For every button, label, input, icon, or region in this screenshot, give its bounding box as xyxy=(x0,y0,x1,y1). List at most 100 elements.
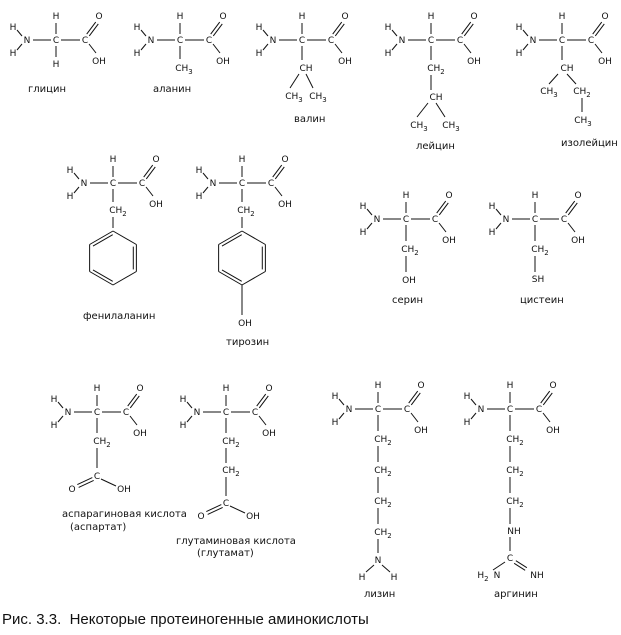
atom-label: CH2 xyxy=(531,245,549,257)
atom-label: CH2 xyxy=(374,435,392,447)
name-glutamic-acid: глутаминовая кислота xyxy=(176,536,296,547)
bond-line xyxy=(274,166,285,180)
bond-line xyxy=(391,29,398,37)
atom-label: CH3 xyxy=(540,87,558,99)
bond-line xyxy=(416,102,429,118)
atom-label: OH xyxy=(338,57,352,67)
atom-label: C xyxy=(532,215,538,225)
atom-label: OH xyxy=(278,200,292,210)
chemical-bonds xyxy=(16,21,605,573)
name-leucine: лейцин xyxy=(416,141,455,152)
atom-label: CH xyxy=(429,93,442,103)
bond-line xyxy=(515,560,528,569)
atom-label: H xyxy=(196,192,203,202)
bond-line xyxy=(207,506,223,515)
name-aspartate: (аспартат) xyxy=(70,522,126,533)
atom-label: O xyxy=(601,12,608,22)
figure-title: Некоторые протеиногенные аминокислоты xyxy=(69,611,369,628)
name-serine: серин xyxy=(392,295,423,306)
bond-line xyxy=(566,73,577,85)
bond-line xyxy=(567,202,578,216)
atom-label: N xyxy=(478,405,485,415)
atom-label: H xyxy=(559,12,566,22)
atom-label: H xyxy=(177,12,184,22)
atom-label: H xyxy=(385,49,392,59)
bond-line xyxy=(86,21,97,35)
atom-label: N xyxy=(530,36,537,46)
atom-label: N xyxy=(148,36,155,46)
name-lysine: лизин xyxy=(364,589,395,600)
atom-label: H xyxy=(53,12,60,22)
atom-label: CH3 xyxy=(309,92,327,104)
atom-label: H xyxy=(10,23,17,33)
atom-label: OH xyxy=(402,276,416,286)
bond-line xyxy=(272,164,283,178)
atom-label: H xyxy=(196,166,203,176)
atom-label: CH2 xyxy=(93,437,111,449)
bond-line xyxy=(540,390,551,404)
atom-label: N xyxy=(65,408,72,418)
atom-label: H xyxy=(507,381,514,391)
atom-label: C xyxy=(507,405,513,415)
bond-line xyxy=(57,415,64,423)
bond-line xyxy=(210,21,221,35)
bond-line xyxy=(241,271,266,286)
bond-line xyxy=(73,186,80,194)
atom-label: CH2 xyxy=(222,437,240,449)
atom-label: O xyxy=(136,384,143,394)
atom-label: CH2 xyxy=(374,466,392,478)
atom-label: O xyxy=(219,12,226,22)
bond-line xyxy=(461,21,472,35)
bond-line xyxy=(218,230,243,245)
atom-label: C xyxy=(268,179,274,189)
atom-label: CH2 xyxy=(237,206,255,218)
bond-line xyxy=(221,269,242,282)
atom-label: C xyxy=(432,215,438,225)
bond-line xyxy=(92,234,113,247)
bond-line xyxy=(463,43,472,54)
atom-label: N xyxy=(270,36,277,46)
atom-label: C xyxy=(53,36,59,46)
atom-label: H xyxy=(489,228,496,238)
atom-label: N xyxy=(494,571,501,581)
bond-line xyxy=(334,23,345,37)
bond-line xyxy=(470,398,477,406)
atom-label: CH3 xyxy=(442,121,460,133)
atom-label: H xyxy=(239,155,246,165)
bond-line xyxy=(140,29,147,37)
atom-label: H xyxy=(360,202,367,212)
bond-line xyxy=(256,393,267,407)
atom-label: H xyxy=(532,191,539,201)
name-phenylalanine: фенилаланин xyxy=(83,311,155,322)
atom-label: CH3 xyxy=(285,92,303,104)
bond-line xyxy=(78,479,94,488)
bond-line xyxy=(129,415,138,426)
bond-line xyxy=(221,234,242,247)
atom-label: H xyxy=(403,191,410,201)
bond-line xyxy=(391,43,398,51)
atom-label: H xyxy=(332,392,339,402)
atom-label: OH xyxy=(238,319,252,329)
atom-label: OH xyxy=(571,236,585,246)
name-isoleucine: изолейцин xyxy=(561,138,618,149)
atom-label: H xyxy=(464,418,471,428)
atom-label: H xyxy=(110,155,117,165)
atom-label: O xyxy=(470,12,477,22)
atom-label: C xyxy=(559,36,565,46)
atom-label: H2 xyxy=(477,571,488,583)
bond-line xyxy=(202,172,209,180)
atom-label: N xyxy=(374,215,381,225)
bond-line xyxy=(202,186,209,194)
atom-label: C xyxy=(457,36,463,46)
atom-label: C xyxy=(299,36,305,46)
bond-line xyxy=(334,43,343,54)
atom-label: C xyxy=(536,405,542,415)
bond-line xyxy=(548,73,559,85)
atom-label: OH xyxy=(467,57,481,67)
atom-label: N xyxy=(24,36,31,46)
atom-label: NH xyxy=(530,571,544,581)
bond-line xyxy=(289,73,300,89)
atom-label: CH2 xyxy=(109,206,127,218)
bond-line xyxy=(522,43,529,51)
atom-label: NH xyxy=(507,527,521,537)
